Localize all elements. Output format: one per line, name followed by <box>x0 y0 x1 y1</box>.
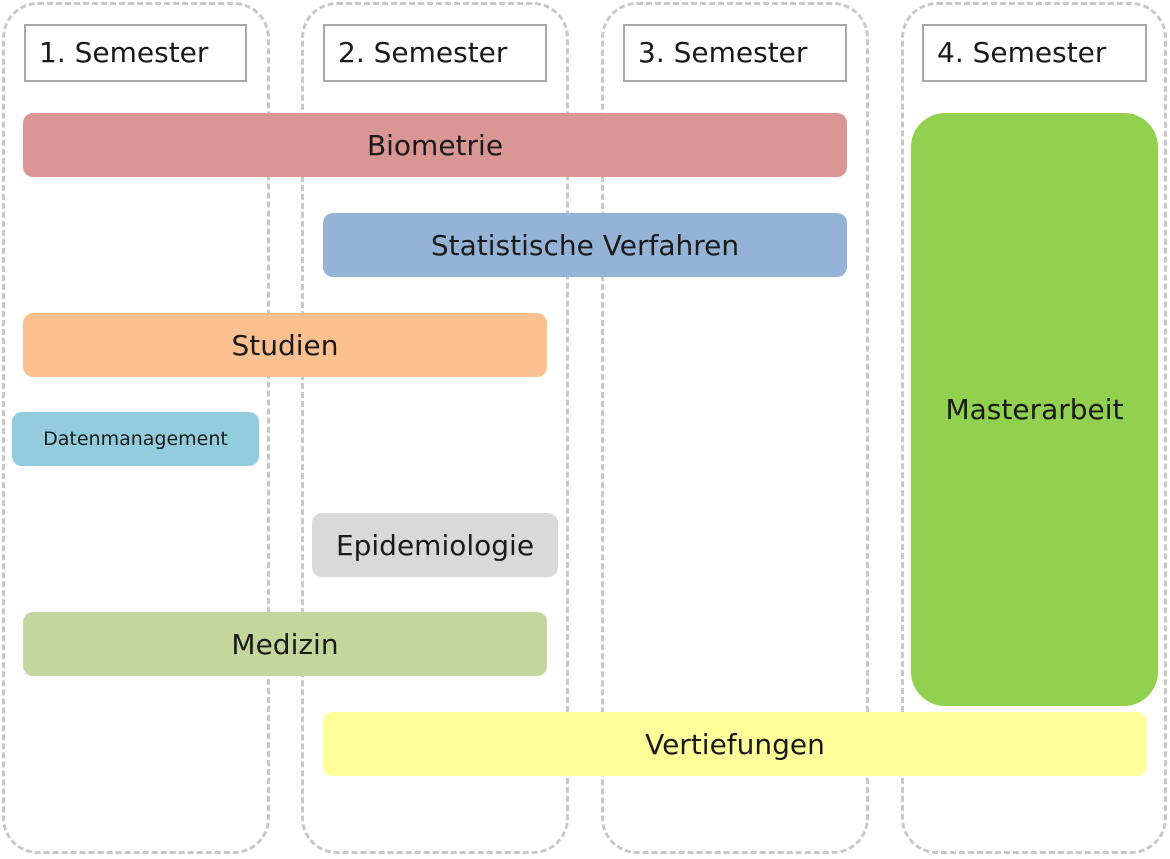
semester-label-4: 4. Semester <box>922 24 1147 82</box>
module-studien-label: Studien <box>231 328 339 362</box>
module-statistische-verfahren: Statistische Verfahren <box>323 213 847 277</box>
module-datenmanagement-label: Datenmanagement <box>43 428 228 450</box>
semester-column-1 <box>2 2 270 854</box>
module-biometrie-label: Biometrie <box>366 128 504 162</box>
semester-column-3 <box>601 2 869 854</box>
semester-label-3: 3. Semester <box>623 24 847 82</box>
module-epidemiologie: Epidemiologie <box>312 513 558 577</box>
semester-column-4 <box>901 2 1167 854</box>
module-epidemiologie-label: Epidemiologie <box>335 528 535 562</box>
module-medizin: Medizin <box>23 612 547 676</box>
semester-column-2 <box>301 2 569 854</box>
module-biometrie: Biometrie <box>23 113 847 177</box>
module-statistische-verfahren-label: Statistische Verfahren <box>430 228 740 262</box>
module-datenmanagement: Datenmanagement <box>12 412 259 466</box>
module-masterarbeit: Masterarbeit <box>911 113 1158 706</box>
module-vertiefungen-label: Vertiefungen <box>645 727 825 761</box>
semester-label-2: 2. Semester <box>323 24 547 82</box>
module-studien: Studien <box>23 313 547 377</box>
semester-label-1: 1. Semester <box>24 24 247 82</box>
module-medizin-label: Medizin <box>231 627 339 661</box>
module-vertiefungen: Vertiefungen <box>323 712 1147 776</box>
module-masterarbeit-label: Masterarbeit <box>945 393 1124 426</box>
